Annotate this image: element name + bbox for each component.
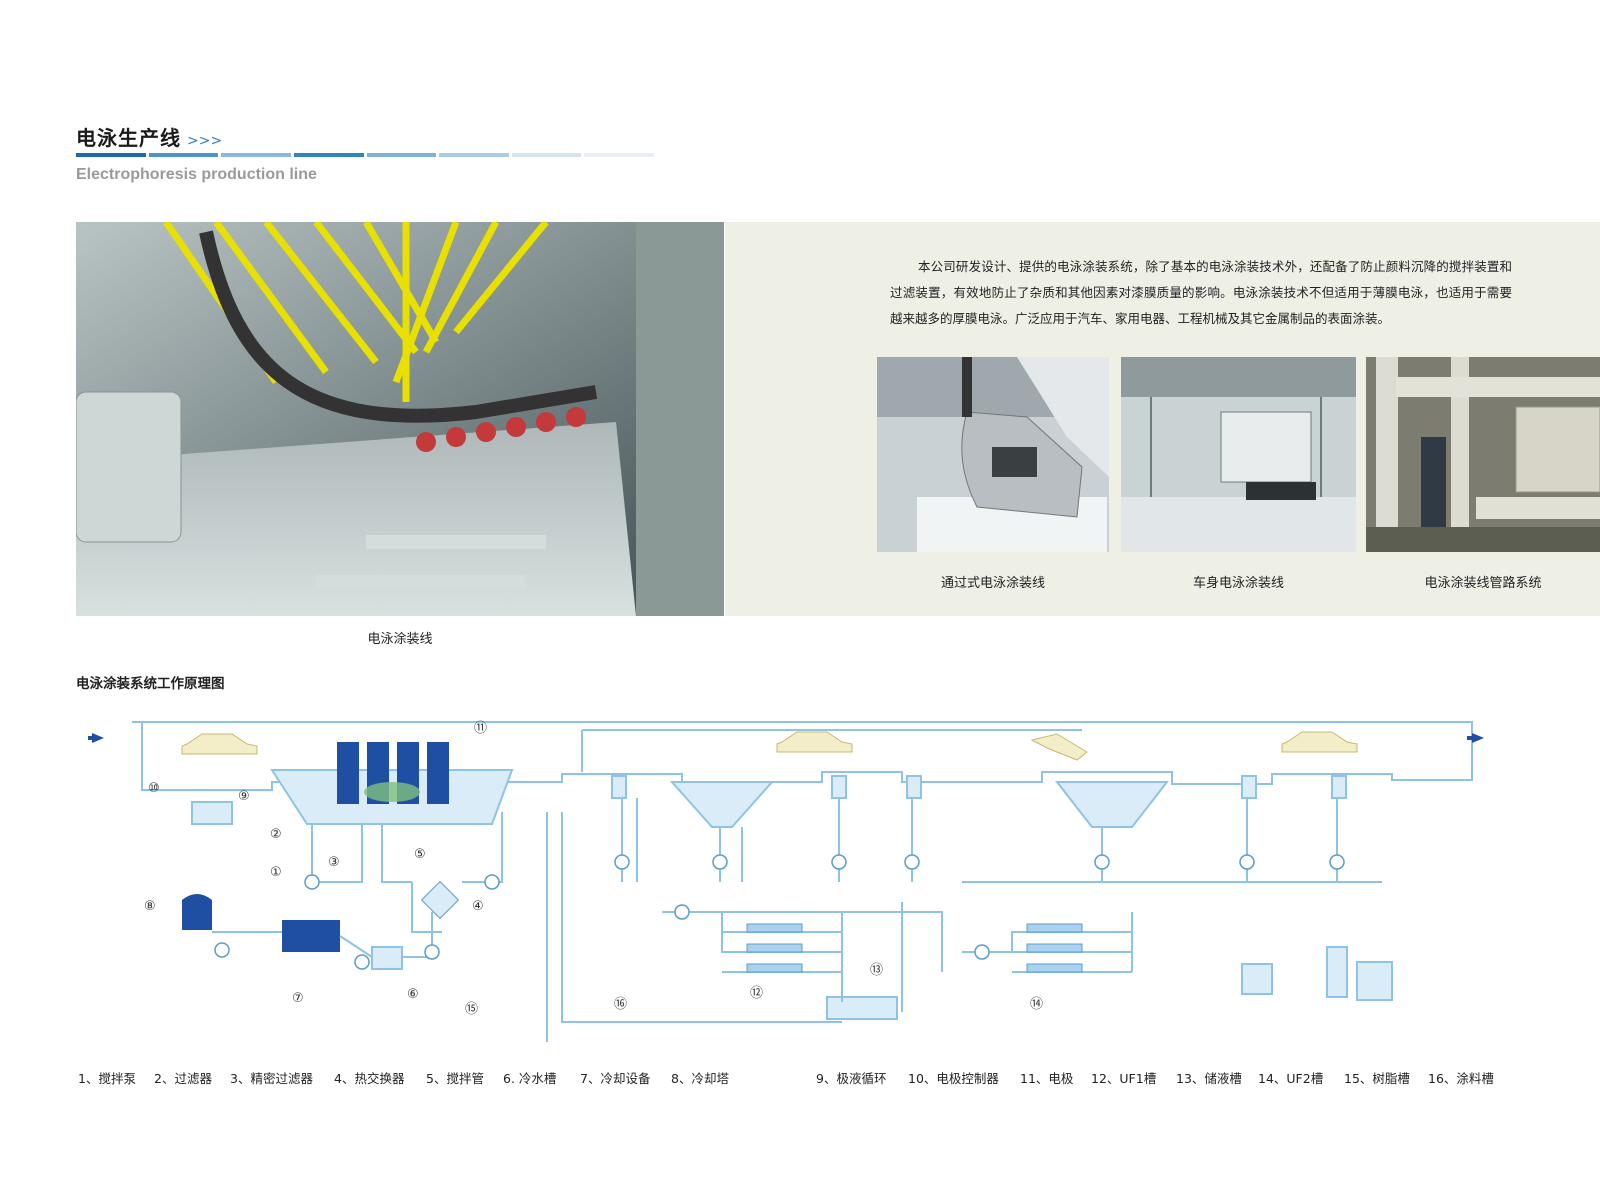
legend-item: 16、涂料槽 bbox=[1428, 1071, 1494, 1086]
underline-segment bbox=[76, 153, 146, 157]
thumb-caption-car-body: 车身电泳涂装线 bbox=[1192, 576, 1284, 591]
page-title: 电泳生产线 >>> bbox=[76, 122, 222, 151]
diagram-number-label: ② bbox=[270, 827, 282, 842]
legend-item: 6. 冷水槽 bbox=[503, 1071, 557, 1086]
diagram-number-label: ⑯ bbox=[614, 997, 627, 1012]
pass-through-line-photo bbox=[877, 357, 1109, 552]
diagram-title: 电泳涂装系统工作原理图 bbox=[76, 676, 225, 692]
legend-item: 4、热交换器 bbox=[334, 1071, 405, 1086]
underline-segment bbox=[293, 153, 364, 157]
production-line-caption: 电泳涂装线 bbox=[367, 632, 433, 647]
diagram-number-label: ⑥ bbox=[407, 987, 419, 1002]
legend-item: 12、UF1槽 bbox=[1091, 1071, 1157, 1086]
diagram-number-label: ⑩ bbox=[148, 781, 160, 796]
legend-item: 14、UF2槽 bbox=[1258, 1071, 1324, 1086]
diagram-number-label: ⑭ bbox=[1030, 997, 1043, 1012]
company-description: 本公司研发设计、提供的电泳涂装系统，除了基本的电泳涂装技术外，还配备了防止颜料沉… bbox=[890, 259, 1512, 326]
car-body-line-photo bbox=[1121, 357, 1356, 552]
legend-item: 1、搅拌泵 bbox=[78, 1071, 136, 1086]
process-diagram: ① ② ③ ④ ⑤ ⑥ ⑦ ⑧ ⑨ ⑩ ⑪ ⑫ ⑬ ⑭ ⑮ ⑯ bbox=[82, 712, 1522, 1047]
legend-item: 11、电极 bbox=[1020, 1071, 1074, 1086]
diagram-number-label: ⑪ bbox=[474, 721, 487, 736]
diagram-number-label: ④ bbox=[472, 899, 484, 914]
diagram-number-label: ⑬ bbox=[870, 963, 883, 978]
underline-segment bbox=[584, 153, 654, 157]
legend-item: 13、储液槽 bbox=[1176, 1071, 1242, 1086]
legend-item: 7、冷却设备 bbox=[580, 1071, 651, 1086]
diagram-number-label: ⑤ bbox=[414, 847, 426, 862]
thumb-caption-pass-through: 通过式电泳涂装线 bbox=[940, 576, 1045, 591]
title-text: 电泳生产线 bbox=[76, 126, 181, 150]
legend-item: 2、过滤器 bbox=[154, 1071, 212, 1086]
legend-item: 15、树脂槽 bbox=[1344, 1071, 1410, 1086]
underline-segment bbox=[148, 153, 219, 157]
legend-item: 9、极液循环 bbox=[816, 1071, 887, 1086]
diagram-number-label: ⑧ bbox=[144, 899, 156, 914]
legend-item: 8、冷却塔 bbox=[671, 1071, 729, 1086]
diagram-number-label: ① bbox=[270, 865, 282, 880]
legend-item: 5、搅拌管 bbox=[426, 1071, 484, 1086]
legend-item: 3、精密过滤器 bbox=[230, 1071, 313, 1086]
underline-segment bbox=[511, 153, 582, 157]
underline-segment bbox=[221, 153, 291, 157]
title-underline bbox=[76, 153, 654, 157]
page-subtitle: Electrophoresis production line bbox=[76, 166, 317, 183]
diagram-number-label: ③ bbox=[328, 855, 340, 870]
thumb-caption-piping: 电泳涂装线管路系统 bbox=[1424, 576, 1542, 591]
piping-system-photo bbox=[1366, 357, 1600, 552]
underline-segment bbox=[439, 153, 509, 157]
production-line-photo bbox=[76, 222, 724, 616]
diagram-number-label: ⑫ bbox=[750, 986, 763, 1001]
diagram-number-label: ⑦ bbox=[292, 991, 304, 1006]
legend-item: 10、电极控制器 bbox=[908, 1071, 999, 1086]
title-arrows: >>> bbox=[187, 133, 223, 149]
diagram-number-label: ⑨ bbox=[238, 789, 250, 804]
diagram-number-label: ⑮ bbox=[465, 1002, 478, 1017]
underline-segment bbox=[366, 153, 437, 157]
